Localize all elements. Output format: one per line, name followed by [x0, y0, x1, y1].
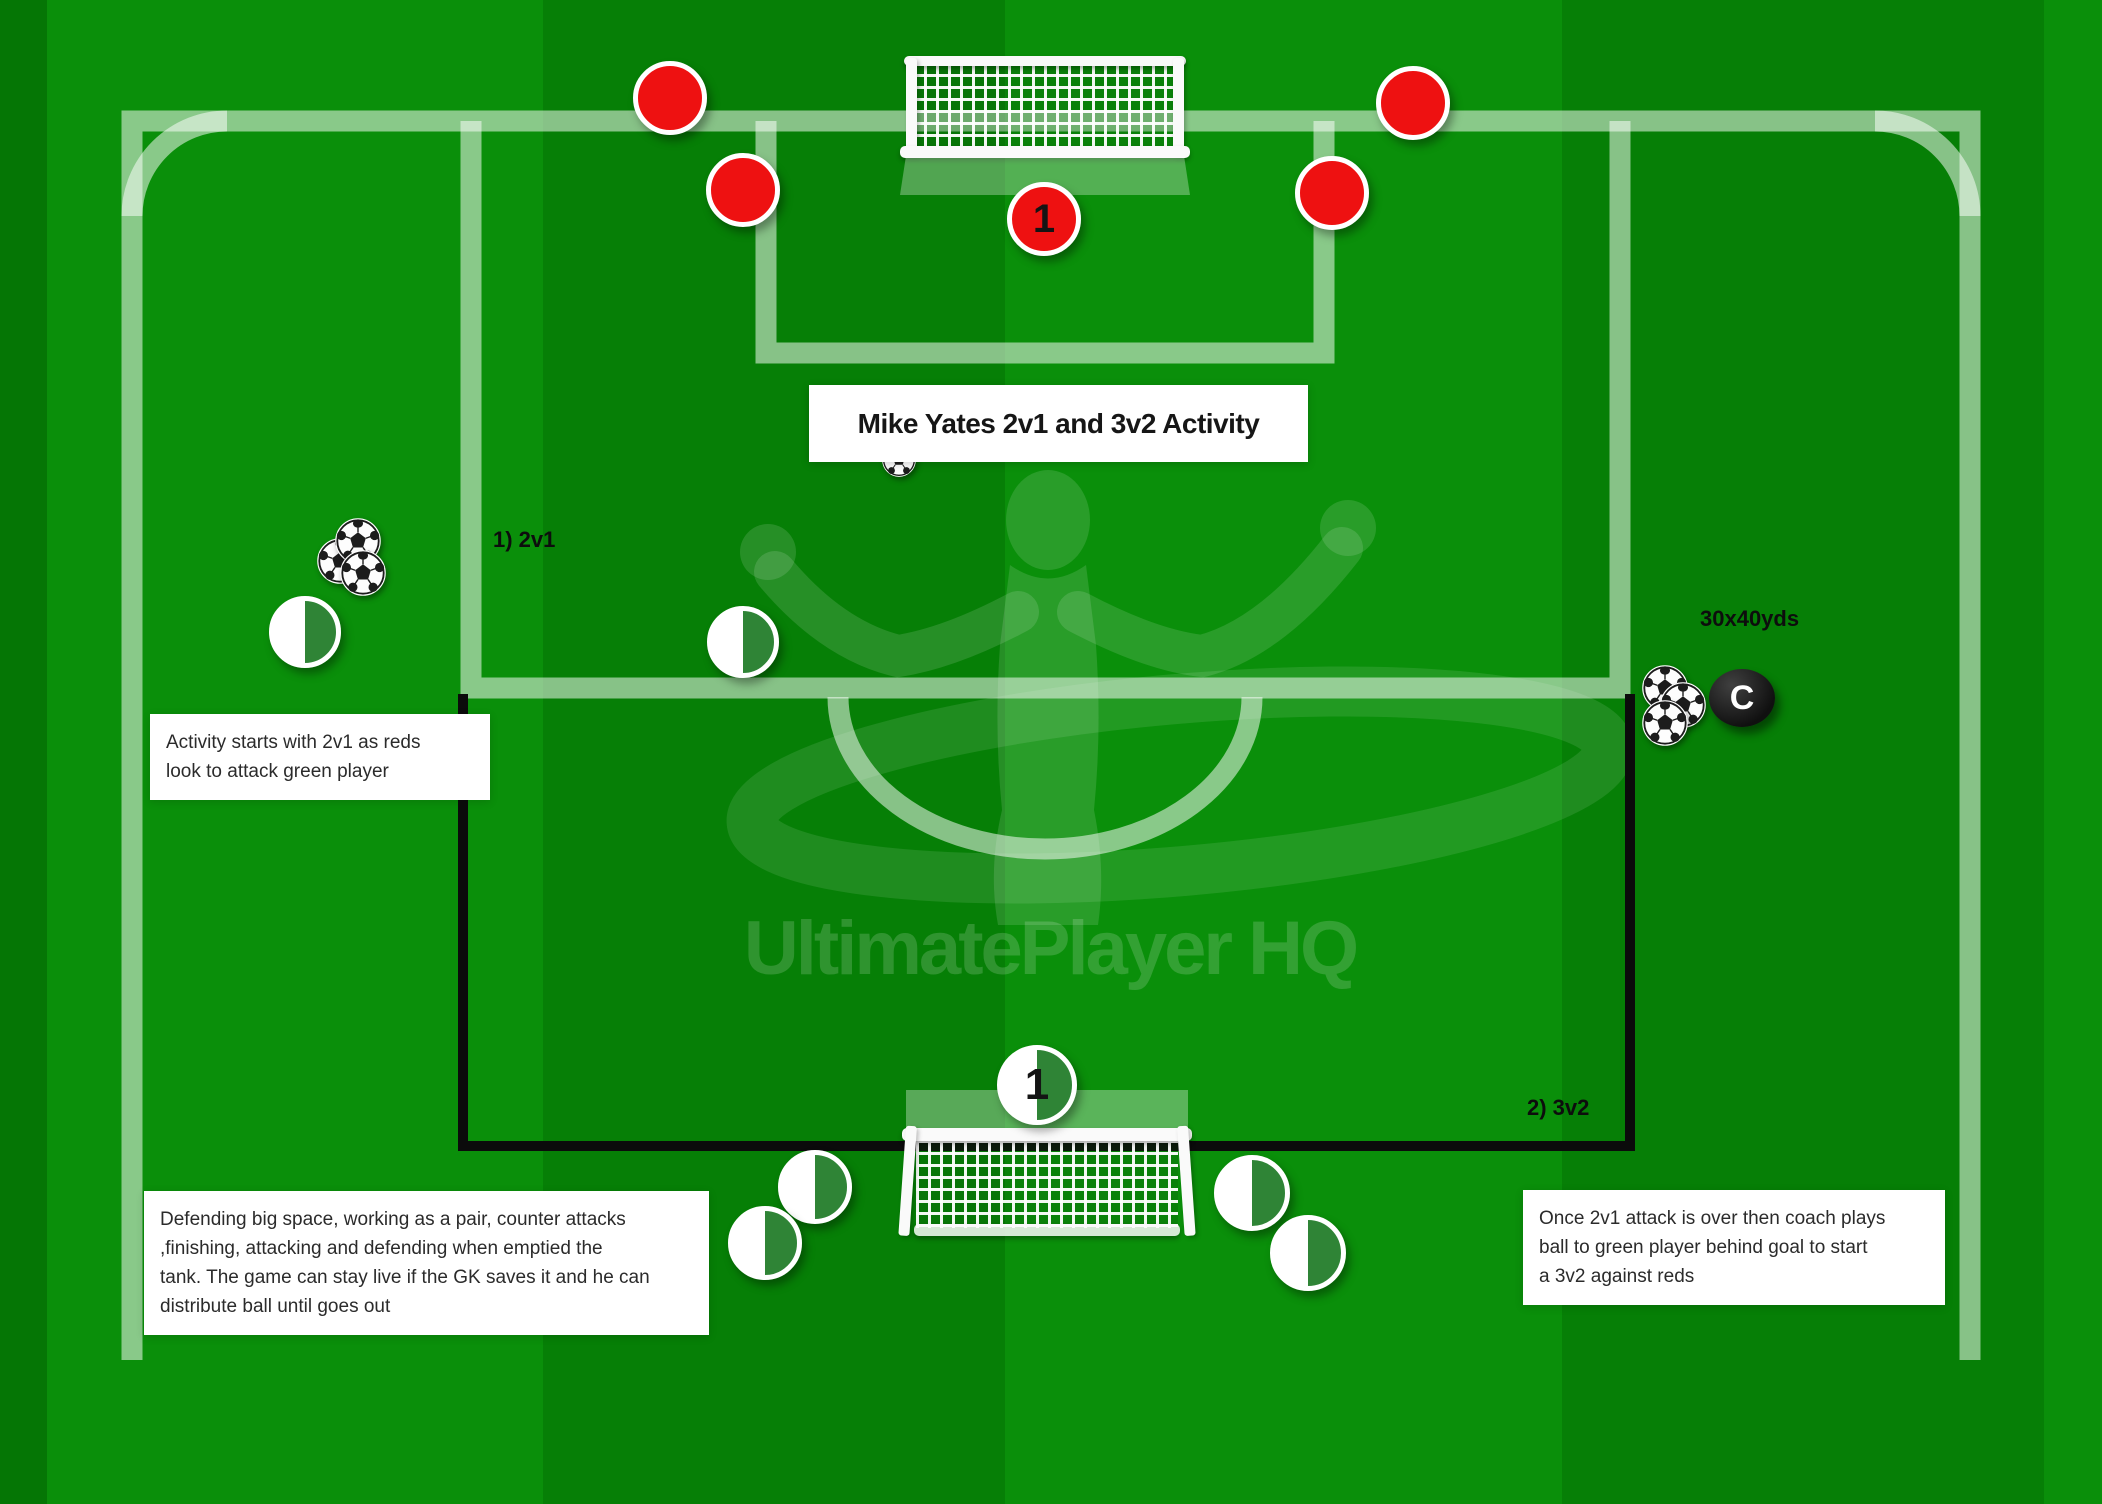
red-goalkeeper-number: 1 — [1032, 197, 1056, 241]
top-goal-net — [912, 62, 1178, 148]
coach-label: C — [1729, 678, 1755, 717]
note-activity-start[interactable]: Activity starts with 2v1 as reds look to… — [150, 714, 490, 800]
green-goalkeeper[interactable]: 1 — [997, 1045, 1077, 1125]
penalty-box-line — [460, 121, 1631, 699]
goal-area-line — [755, 121, 1335, 364]
note-transition[interactable]: Once 2v1 attack is over then coach plays… — [1523, 1190, 1945, 1305]
green-player[interactable] — [1270, 1215, 1346, 1291]
penalty-arc-line — [827, 696, 1263, 860]
bottom-goal-ground-bar — [914, 1224, 1180, 1236]
watermark-torso — [993, 565, 1102, 925]
red-goalkeeper[interactable]: 1 — [1007, 182, 1081, 256]
green-player[interactable] — [269, 596, 341, 668]
coach-marker[interactable]: C — [1709, 669, 1775, 727]
top-goal-right-post — [1173, 58, 1184, 156]
watermark-head — [1006, 470, 1090, 570]
top-goal-back-bar — [904, 56, 1186, 66]
red-player[interactable] — [1376, 66, 1450, 140]
soccer-ball[interactable] — [1642, 700, 1688, 746]
red-player[interactable] — [633, 61, 707, 135]
page-title: Mike Yates 2v1 and 3v2 Activity — [857, 407, 1260, 439]
soccer-ball[interactable] — [340, 550, 386, 596]
area-size-label[interactable]: 30x40yds — [1700, 606, 1800, 631]
green-goalkeeper-number: 1 — [1024, 1060, 1050, 1109]
red-player[interactable] — [1295, 156, 1369, 230]
title-box[interactable]: Mike Yates 2v1 and 3v2 Activity — [809, 385, 1308, 462]
corner-arc-left — [121, 110, 228, 217]
corner-arc-right — [1874, 110, 1981, 217]
watermark-swoosh — [726, 666, 1634, 904]
top-goal — [900, 56, 1190, 158]
green-player[interactable] — [707, 606, 779, 678]
zone1-label[interactable]: 1) 2v1 — [493, 527, 556, 552]
watermark-right-arm — [1057, 527, 1363, 678]
green-player[interactable] — [778, 1150, 852, 1224]
green-player[interactable] — [1214, 1155, 1290, 1231]
red-player[interactable] — [706, 153, 780, 227]
zone2-label[interactable]: 2) 3v2 — [1527, 1095, 1590, 1120]
watermark-left-fist — [740, 524, 796, 580]
top-goal-crossbar — [900, 146, 1190, 158]
top-goal-left-post — [906, 58, 917, 156]
note-coaching-points[interactable]: Defending big space, working as a pair, … — [144, 1191, 709, 1335]
bottom-goal-crossbar — [902, 1128, 1192, 1141]
watermark-text: UltimatePlayer HQ — [743, 906, 1359, 991]
bottom-goal-net — [916, 1140, 1178, 1228]
watermark-left-arm — [754, 551, 1039, 678]
green-player[interactable] — [728, 1206, 802, 1280]
watermark-right-fist — [1320, 500, 1376, 556]
